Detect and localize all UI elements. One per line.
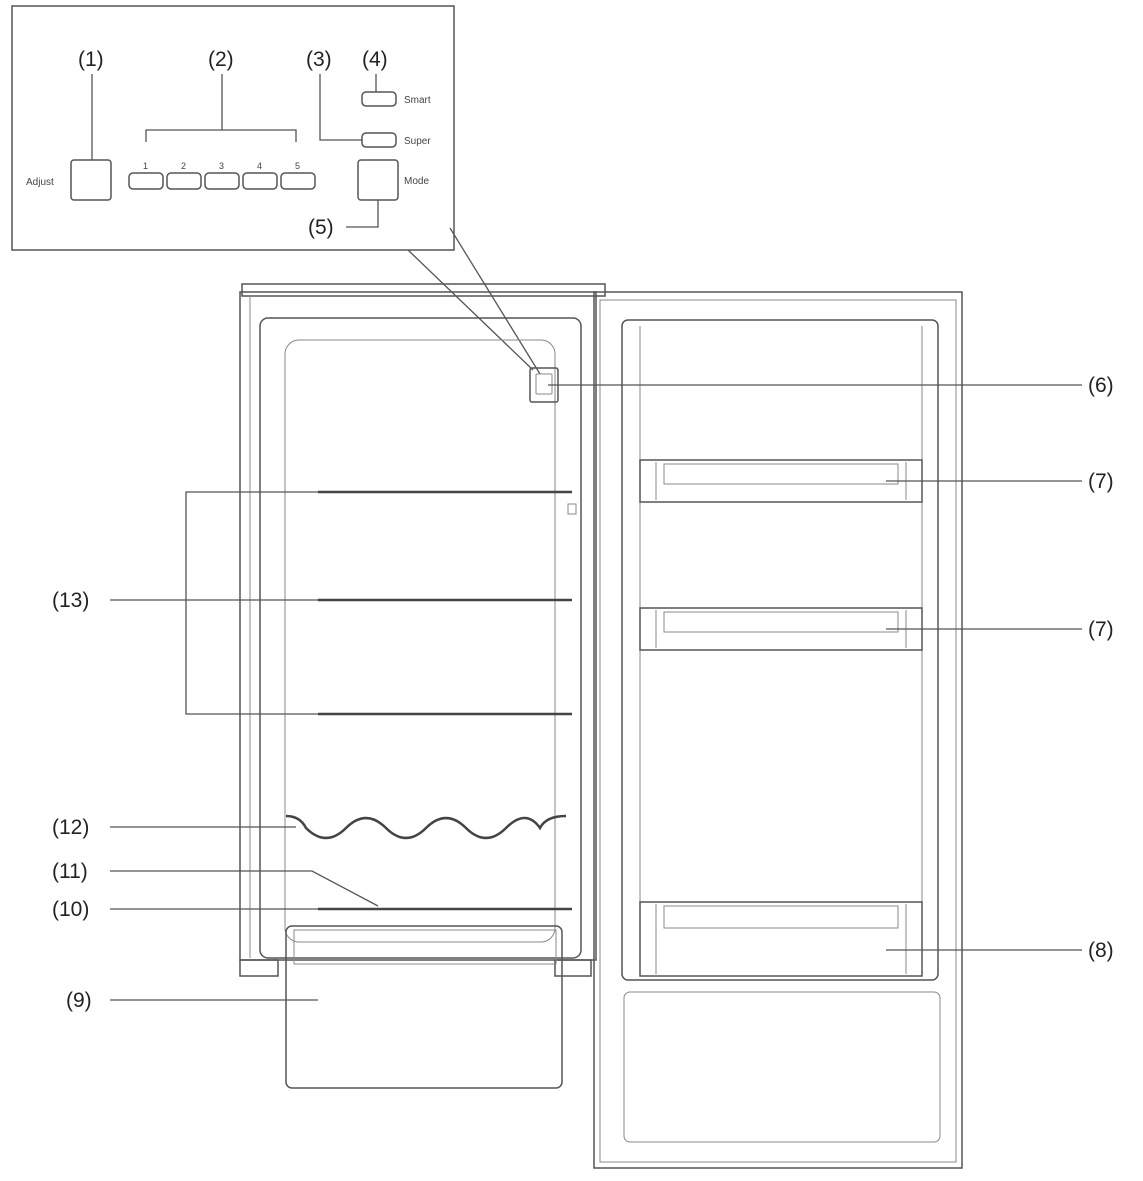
level-button-3 [204,172,240,190]
fridge-door [593,291,963,1169]
level-number-2: 2 [181,161,186,171]
door-outer [593,291,963,1169]
level-number-1: 1 [143,161,148,171]
mode-label: Mode [404,176,429,187]
callout-5: (5) [308,216,334,239]
callout-7-upper: (7) [1088,470,1114,493]
level-buttons: 1 2 3 4 5 [128,161,316,190]
callout-13: (13) [52,589,89,612]
level-button-4 [242,172,278,190]
inset-frame [11,5,455,251]
right-callouts: (6) (7) (7) (8) [548,374,1114,962]
glass-shelves [318,490,577,716]
adjust-button [70,159,112,201]
callout-11: (11) [52,860,88,883]
door-rack-bottle [639,901,923,977]
callout-2: (2) [208,48,234,71]
door-liner [621,319,939,981]
cabinet-body [239,291,597,961]
mode-button [357,159,399,201]
door-lower-panel [623,991,941,1143]
callout-8: (8) [1088,939,1114,962]
bottle-rack [285,814,567,840]
door-rack-upper [639,459,923,503]
cabinet-foot-left [239,959,279,977]
fridge-cabinet [239,283,606,1089]
level-button-5 [280,172,316,190]
callout-3: (3) [306,48,332,71]
callout-6: (6) [1088,374,1114,397]
cabinet-liner [259,317,582,959]
cabinet-foot-right [554,959,592,977]
level-number-5: 5 [295,161,300,171]
vegetable-crisper [285,925,563,1089]
level-button-1 [128,172,164,190]
smart-button [361,91,397,107]
adjust-label: Adjust [26,177,54,188]
super-button [361,132,397,148]
level-number-3: 3 [219,161,224,171]
inset-pointer-right [449,227,541,375]
callout-9: (9) [66,989,92,1012]
callout-12: (12) [52,816,89,839]
inset-pointer-left [407,249,534,371]
control-panel-inset: (1) Adjust (2) 1 2 3 4 5 (3) Super (4) S… [11,5,455,251]
callout-10: (10) [52,898,89,921]
left-callouts: (13) (12) (11) (10) (9) [52,491,379,1012]
level-number-4: 4 [257,161,262,171]
super-label: Super [404,136,431,147]
callout-4: (4) [362,48,388,71]
callout-1: (1) [78,48,104,71]
level-button-2 [166,172,202,190]
door-rack-middle [639,607,923,651]
smart-label: Smart [404,95,431,106]
callout-7-middle: (7) [1088,618,1114,641]
